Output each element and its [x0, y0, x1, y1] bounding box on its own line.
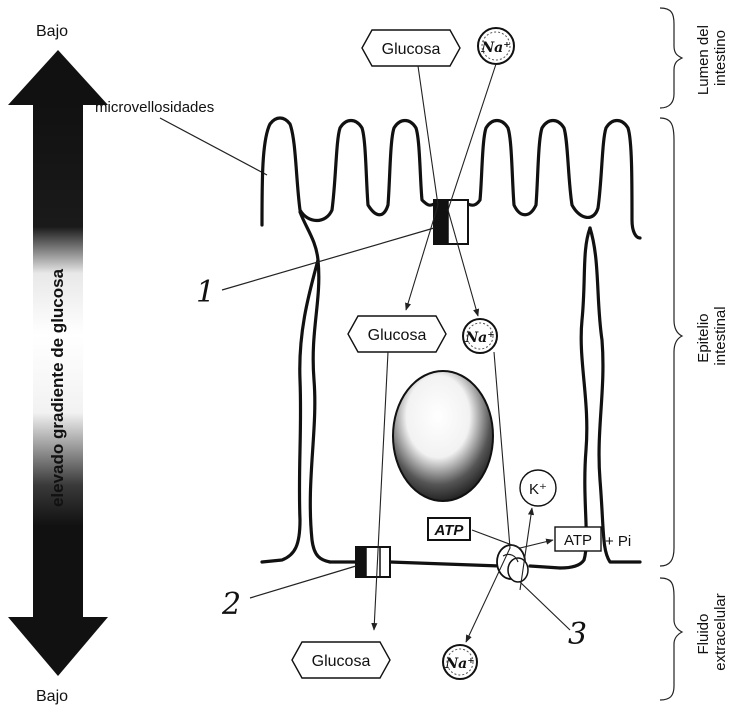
leader-line-3 — [520, 582, 570, 630]
label-number-2: 2 — [221, 587, 241, 622]
glucose-lumen: Glucosa — [362, 30, 460, 66]
region-epithelium-label: Epitelio intestinal — [695, 306, 729, 365]
svg-text:ATP: ATP — [564, 532, 592, 549]
atp-cell: ATP — [428, 518, 470, 540]
svg-text:Na⁺: Na⁺ — [480, 40, 510, 56]
microvilli-label: microvellosidades — [95, 99, 214, 116]
label-number-1: 1 — [196, 275, 215, 310]
svg-text:Glucosa: Glucosa — [382, 41, 441, 58]
atp-pump: ATP — [555, 527, 601, 551]
svg-text:Glucosa: Glucosa — [312, 653, 371, 670]
gradient-bottom-label: Bajo — [36, 688, 68, 705]
svg-text:K⁺: K⁺ — [529, 481, 547, 498]
region-braces — [660, 8, 682, 700]
svg-text:Glucosa: Glucosa — [368, 327, 427, 344]
label-number-3: 3 — [568, 617, 587, 652]
region-lumen-label: Lumen del intestino — [695, 21, 729, 95]
region-fluid-label: Fluido extracelular — [695, 593, 729, 671]
leader-line-1 — [222, 228, 434, 290]
leader-line-2 — [250, 566, 356, 598]
microvilli-leader-line — [160, 118, 267, 175]
transport-arrows — [374, 64, 553, 642]
k-ion: K⁺ — [520, 470, 556, 506]
cell-nucleus — [393, 371, 493, 501]
gradient-bar-label: elevado gradiente de glucosa — [48, 268, 67, 507]
glucose-cell: Glucosa — [348, 316, 446, 352]
glucose-extracellular: Glucosa — [292, 642, 390, 678]
phosphate-label: + Pi — [605, 533, 631, 550]
svg-text:Na⁺: Na⁺ — [464, 330, 494, 346]
svg-text:Na⁺: Na⁺ — [444, 656, 474, 672]
na-ion-lumen: Na⁺ — [478, 28, 514, 64]
na-ion-extracellular: Na⁺ — [443, 645, 477, 679]
glucose-uniporter-2 — [356, 547, 390, 577]
gradient-top-label: Bajo — [36, 23, 68, 40]
na-ion-cell: Na⁺ — [463, 319, 497, 353]
svg-text:ATP: ATP — [434, 522, 465, 539]
